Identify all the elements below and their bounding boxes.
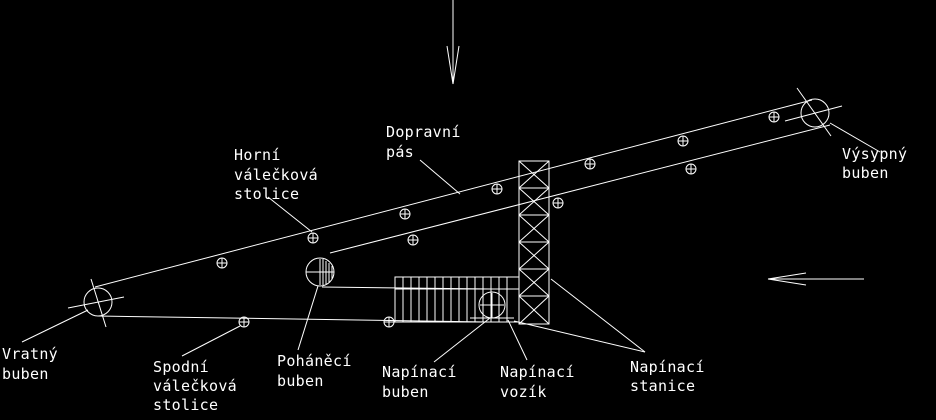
label-tension-drum: Napínací buben (382, 363, 457, 401)
idler (552, 197, 564, 209)
label-line: Poháněcí (277, 352, 352, 370)
label-line: Napínací (630, 358, 705, 376)
return-drum (67, 278, 125, 328)
label-line: buben (842, 164, 889, 182)
idler (383, 316, 395, 328)
arrow-left-icon (767, 272, 864, 286)
label-line: Výsypný (842, 145, 907, 163)
lower-idlers (238, 316, 395, 328)
label-line: válečková (234, 166, 318, 184)
label-line: stolice (153, 396, 218, 414)
idler (399, 208, 411, 220)
label-conveyor-belt: Dopravní pás (386, 123, 461, 161)
label-return-drum: Vratný buben (2, 345, 58, 383)
label-line: Vratný (2, 345, 58, 363)
label-tension-station: Napínací stanice (630, 358, 705, 395)
arrow-down-icon (446, 0, 460, 85)
idler (677, 135, 689, 147)
label-line: buben (277, 372, 324, 390)
upper-idlers (216, 111, 780, 269)
label-upper-idler: Horní válečková stolice (234, 146, 318, 203)
upper-belt-line (94, 99, 813, 288)
label-line: Napínací (382, 363, 457, 381)
label-line: Horní (234, 146, 281, 164)
idler (307, 232, 319, 244)
label-line: stanice (630, 377, 695, 395)
idler (768, 111, 780, 123)
leader-lines (21, 122, 881, 363)
idler (584, 158, 596, 170)
idler (685, 163, 697, 175)
label-line: Dopravní (386, 123, 461, 141)
bottom-belt-line (97, 315, 489, 323)
discharge-drum (784, 87, 843, 137)
drive-drum (305, 257, 335, 287)
label-line: pás (386, 143, 414, 161)
label-drive-drum: Poháněcí buben (277, 352, 352, 390)
label-tension-carriage: Napínací vozík (500, 363, 575, 401)
label-line: stolice (234, 185, 299, 203)
idler (216, 257, 228, 269)
idler (491, 183, 503, 195)
label-line: Spodní (153, 358, 209, 376)
idler (238, 316, 250, 328)
label-line: válečková (153, 377, 237, 395)
label-line: Napínací (500, 363, 575, 381)
label-lower-idler: Spodní válečková stolice (153, 358, 237, 414)
label-line: buben (2, 365, 49, 383)
idler (407, 234, 419, 246)
return-idlers (407, 163, 697, 246)
label-line: buben (382, 383, 429, 401)
return-belt-line (329, 124, 831, 254)
tension-station-tower (518, 160, 550, 325)
label-discharge-drum: Výsypný buben (842, 145, 907, 182)
label-line: vozík (500, 383, 547, 401)
